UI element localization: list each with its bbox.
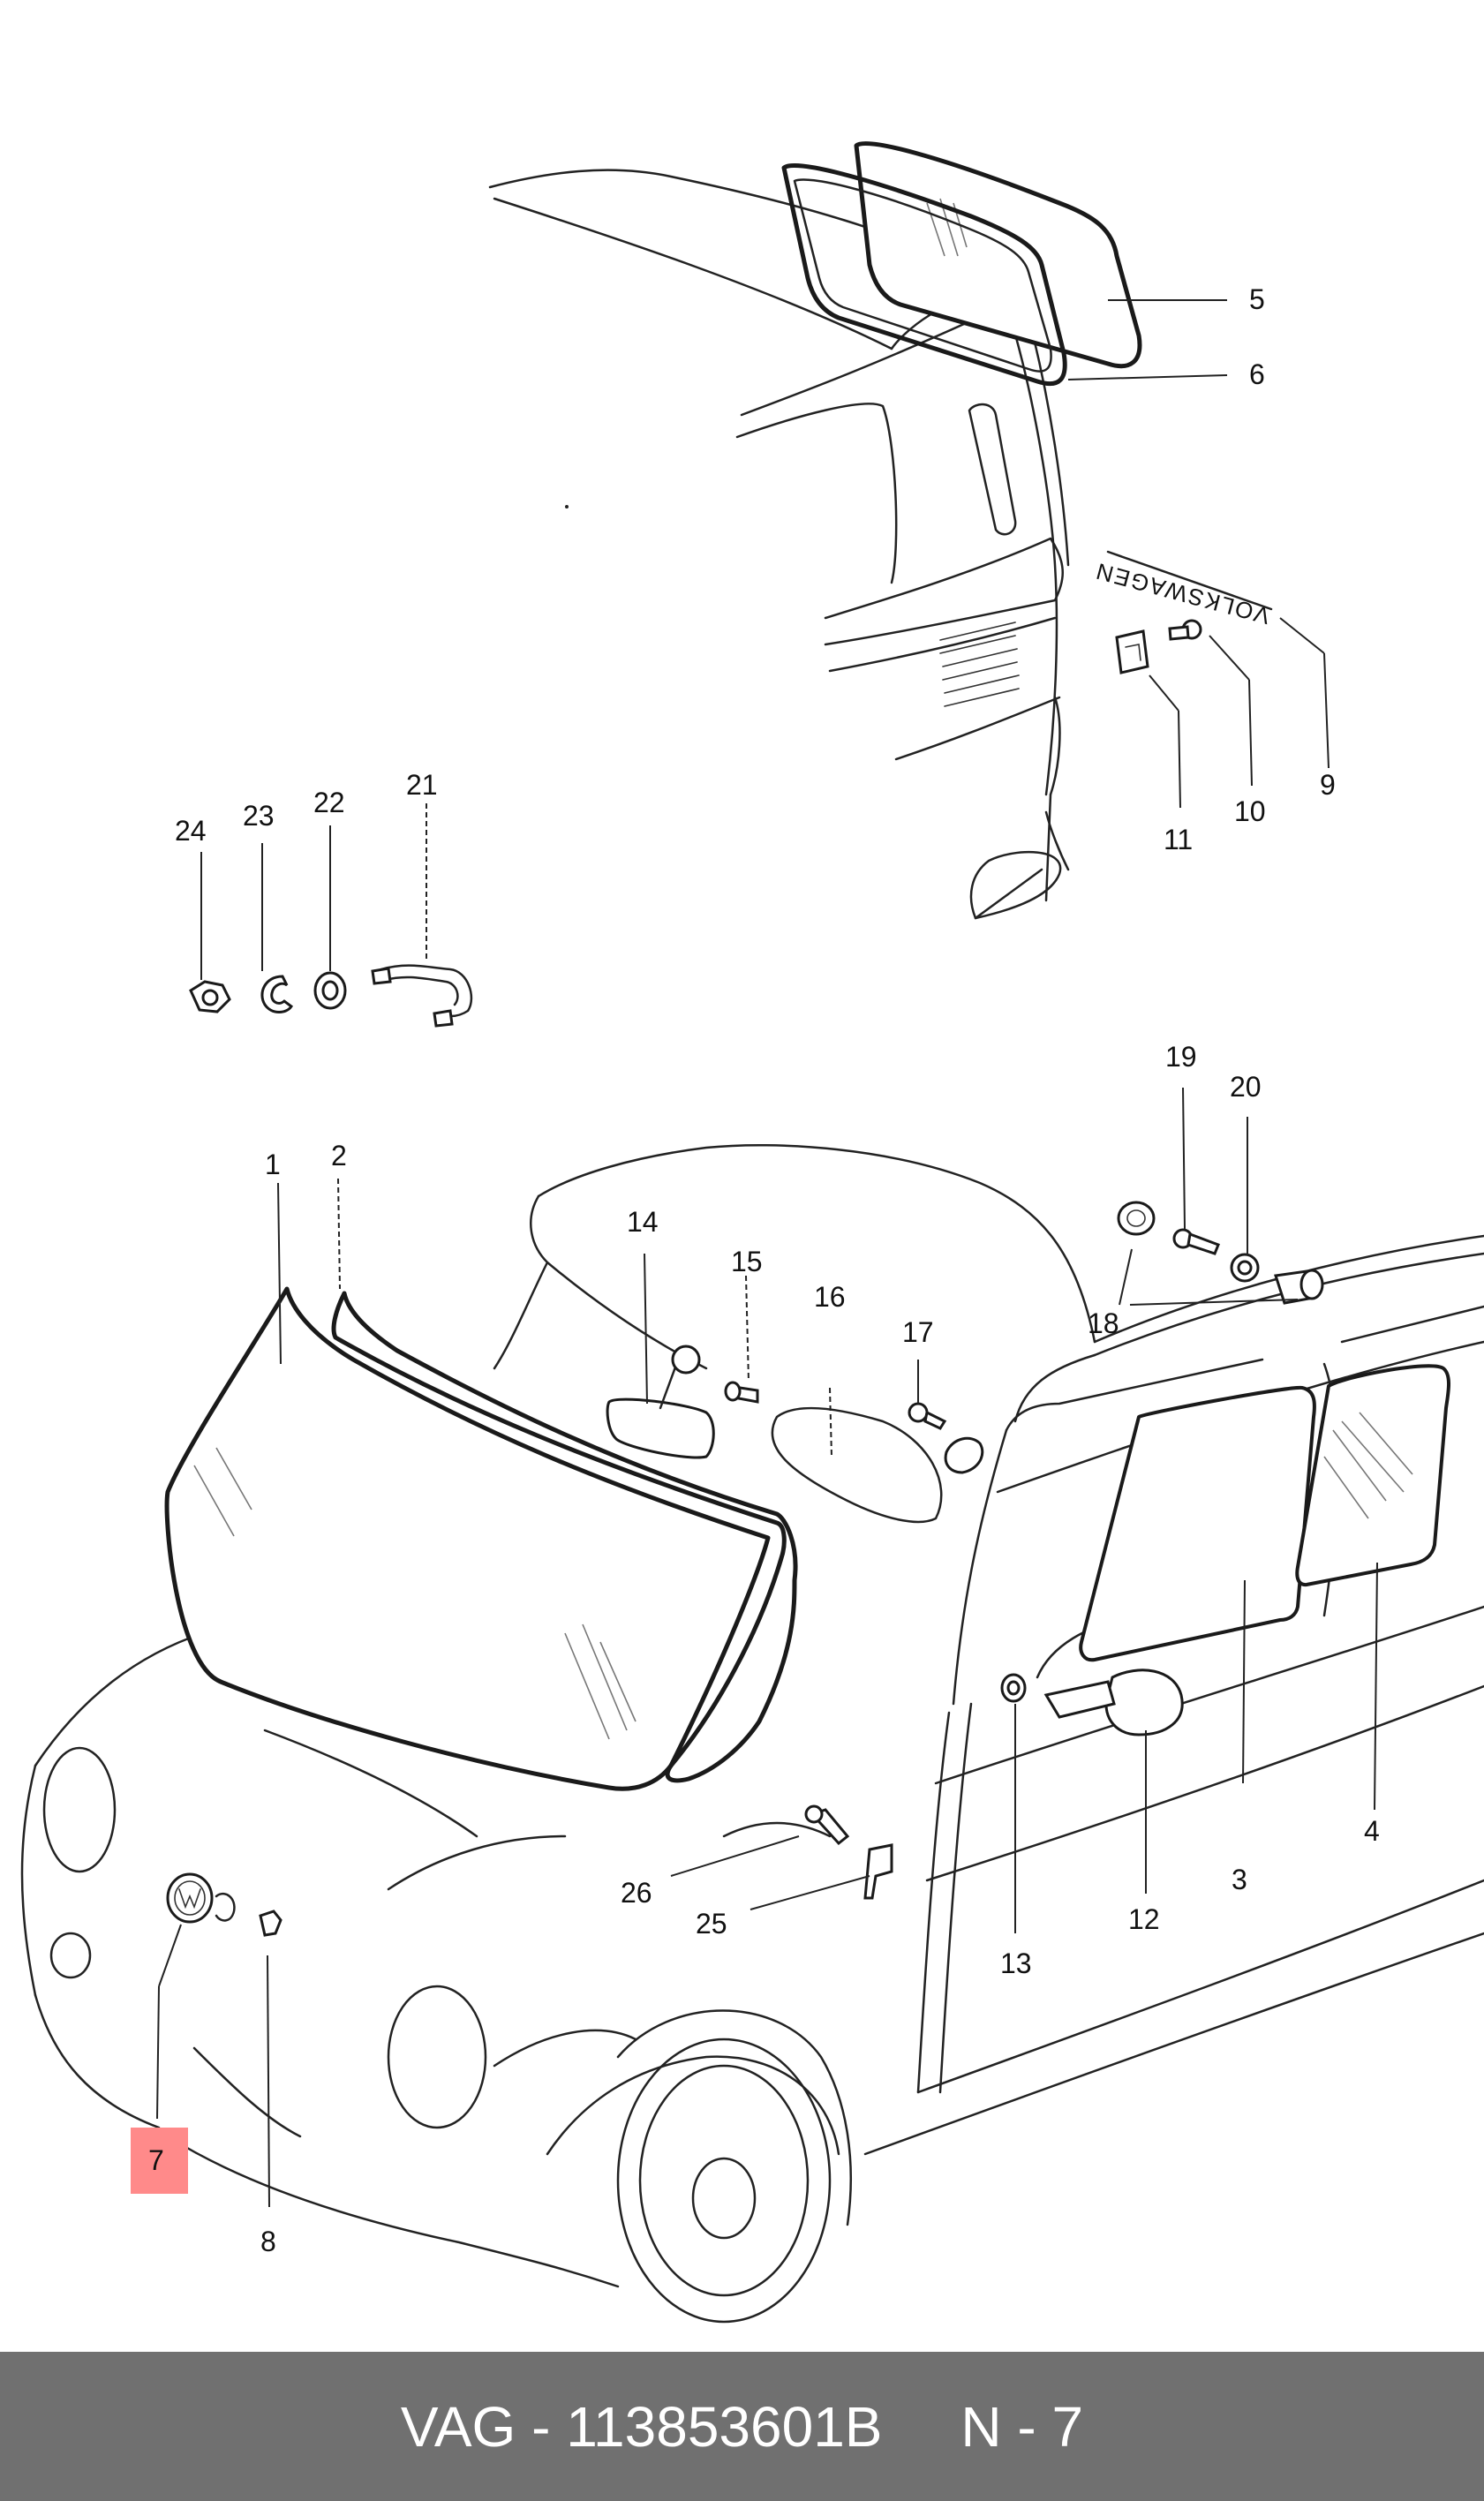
callout-labels: 1 2 3 4 5 6 7 8 9 10 11 12 13 14 15 16 1… <box>148 283 1380 2257</box>
parts-diagram: VOLKSWAGEN <box>20 141 1484 2324</box>
visor-clip-part <box>908 1402 947 1430</box>
gap-text <box>882 2394 960 2460</box>
callout-23: 23 <box>243 800 275 832</box>
callout-9: 9 <box>1320 769 1336 801</box>
rear-window-glass <box>854 141 1142 369</box>
callout-3: 3 <box>1232 1864 1247 1895</box>
grab-handle-part <box>371 964 473 1028</box>
retaining-clip-part <box>1115 629 1149 674</box>
callout-24: 24 <box>175 815 207 847</box>
volkswagen-script-badge: VOLKSWAGEN <box>1092 557 1273 629</box>
stud-part <box>1168 619 1202 641</box>
callout-2: 2 <box>331 1140 347 1171</box>
callout-18: 18 <box>1088 1307 1119 1339</box>
washer-ring-part <box>1230 1253 1260 1283</box>
callout-8: 8 <box>260 2226 276 2257</box>
callout-20: 20 <box>1230 1071 1262 1103</box>
callout-6: 6 <box>1249 358 1265 390</box>
brand-text: VAG <box>400 2394 516 2459</box>
cap-part <box>1117 1201 1156 1236</box>
callout-11: 11 <box>1164 824 1193 855</box>
callout-7: 7 <box>148 2144 164 2176</box>
rear-van-body <box>488 169 1070 920</box>
bracket-part <box>863 1843 893 1900</box>
callout-22: 22 <box>313 787 345 818</box>
windshield-seal <box>331 1291 798 1783</box>
washer-part <box>313 971 347 1010</box>
seal-ring-part <box>1000 1673 1027 1703</box>
mirror-screw-part <box>724 1381 759 1404</box>
screw-part <box>804 1804 850 1846</box>
part-number-text: 113853601B <box>566 2394 883 2459</box>
callout-14: 14 <box>627 1206 659 1238</box>
callout-16: 16 <box>814 1281 846 1313</box>
callout-21: 21 <box>406 769 438 801</box>
callout-7-highlight <box>131 2128 188 2194</box>
callout-13: 13 <box>1000 1947 1032 1979</box>
wood-screw-part <box>1172 1228 1220 1255</box>
callout-5: 5 <box>1249 283 1265 315</box>
part-number-banner: VAG - 113853601B N - 7 <box>0 2352 1484 2501</box>
rear-window-seal <box>781 163 1067 387</box>
visor-bracket-part <box>944 1436 984 1474</box>
leader-lines <box>156 299 1378 2208</box>
callout-17: 17 <box>902 1316 934 1348</box>
front-vw-emblem-part <box>166 1872 214 1924</box>
door-handle-part <box>1043 1669 1184 1736</box>
windshield-glass <box>164 1286 771 1791</box>
emblem-clip-part <box>259 1910 282 1937</box>
separator-text: - <box>516 2394 567 2459</box>
volkswagen-script-text: VOLKSWAGEN <box>1092 557 1273 629</box>
callout-1: 1 <box>265 1149 281 1180</box>
lock-washer-part <box>260 975 294 1013</box>
callout-25: 25 <box>696 1908 727 1940</box>
reference-text: N - 7 <box>960 2394 1084 2459</box>
front-van-body <box>20 1143 1484 2324</box>
spacer-part <box>1274 1269 1324 1305</box>
callout-15: 15 <box>731 1246 763 1277</box>
callout-12: 12 <box>1128 1903 1160 1935</box>
callout-4: 4 <box>1364 1815 1380 1847</box>
callout-10: 10 <box>1234 795 1266 827</box>
callout-19: 19 <box>1165 1041 1197 1073</box>
callout-26: 26 <box>621 1877 652 1909</box>
hex-nut-part <box>189 980 231 1013</box>
